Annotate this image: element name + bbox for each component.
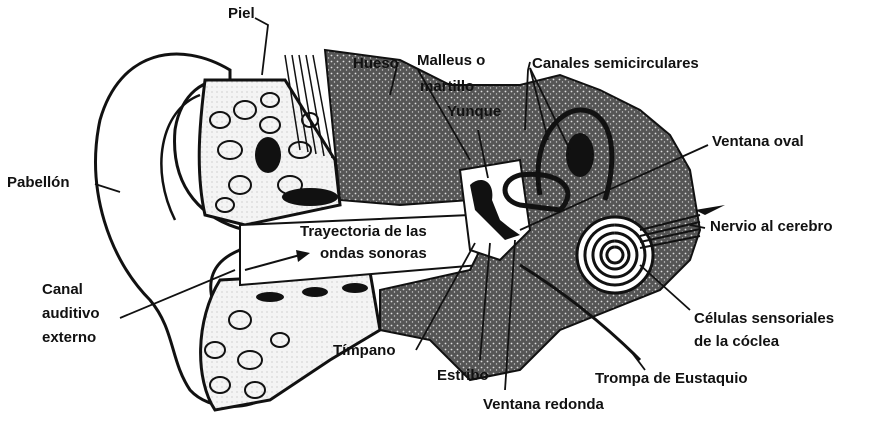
- label-ventana-redonda: Ventana redonda: [483, 396, 604, 415]
- label-timpano: Tímpano: [333, 342, 396, 361]
- label-canal-1: Canal: [42, 281, 83, 300]
- label-estribo: Estribo: [437, 367, 489, 386]
- label-malleus-2: martillo: [420, 78, 474, 97]
- label-celulas-1: Células sensoriales: [694, 310, 834, 329]
- label-pabellon: Pabellón: [7, 174, 70, 193]
- label-yunque: Yunque: [447, 103, 501, 122]
- label-trayectoria-2: ondas sonoras: [320, 245, 427, 264]
- label-trompa: Trompa de Eustaquio: [595, 370, 748, 389]
- label-hueso: Hueso: [353, 55, 399, 74]
- label-trayectoria: Trayectoria de las: [300, 223, 427, 242]
- label-piel: Piel: [228, 5, 255, 24]
- label-celulas-2: de la cóclea: [694, 333, 779, 352]
- label-ventana-oval: Ventana oval: [712, 133, 804, 152]
- label-nervio: Nervio al cerebro: [710, 218, 833, 237]
- label-canal-2: auditivo: [42, 305, 100, 324]
- label-canales: Canales semicirculares: [532, 55, 699, 74]
- label-canal-3: externo: [42, 329, 96, 348]
- cochlea: [577, 217, 653, 293]
- label-malleus: Malleus o: [417, 52, 485, 71]
